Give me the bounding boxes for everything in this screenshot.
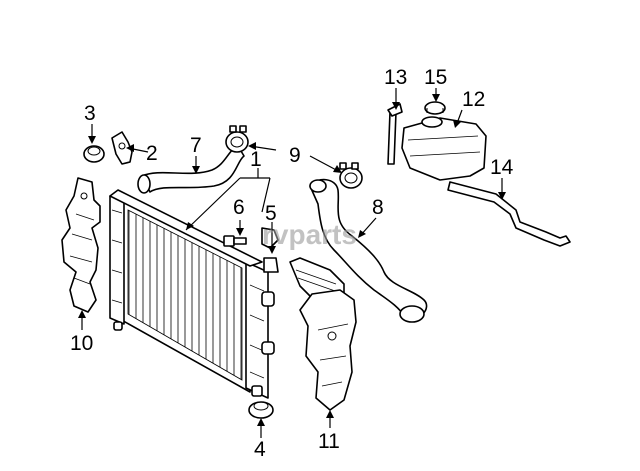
watermark: rvparts [262,219,357,250]
vent-tube-part-13 [387,103,403,165]
callout-labels: 1 2 3 4 5 6 7 8 9 10 11 12 13 14 15 [70,66,514,461]
upper-radiator-hose [137,145,245,194]
callout-1: 1 [250,148,262,171]
grommet-part-4 [248,401,274,419]
callout-5: 5 [265,202,277,225]
leader-lines [78,88,506,438]
hose-clamp-part-9 [339,162,363,189]
overflow-hose-part-14 [447,181,571,247]
expansion-tank-part-12 [401,116,487,181]
bracket-part-2 [111,131,133,165]
left-air-deflector [61,177,101,313]
callout-12: 12 [462,88,485,111]
callout-9: 9 [289,144,301,167]
callout-6: 6 [233,196,245,219]
callout-14: 14 [490,156,514,179]
callout-7: 7 [190,134,202,157]
callout-8: 8 [372,196,384,219]
radiator [109,189,275,399]
callout-4: 4 [254,438,266,461]
callout-11: 11 [318,430,340,453]
hose-clamp-upper [225,125,249,153]
expansion-tank-cap-part-15 [424,101,446,115]
callout-15: 15 [424,66,447,89]
callout-10: 10 [70,332,93,355]
right-air-deflector [289,257,357,411]
grommet-part-3 [83,145,105,163]
bolt-part-6 [223,235,247,247]
callout-2: 2 [146,142,158,165]
callout-13: 13 [384,66,407,89]
callout-3: 3 [84,102,96,125]
lower-radiator-hose [309,178,428,323]
